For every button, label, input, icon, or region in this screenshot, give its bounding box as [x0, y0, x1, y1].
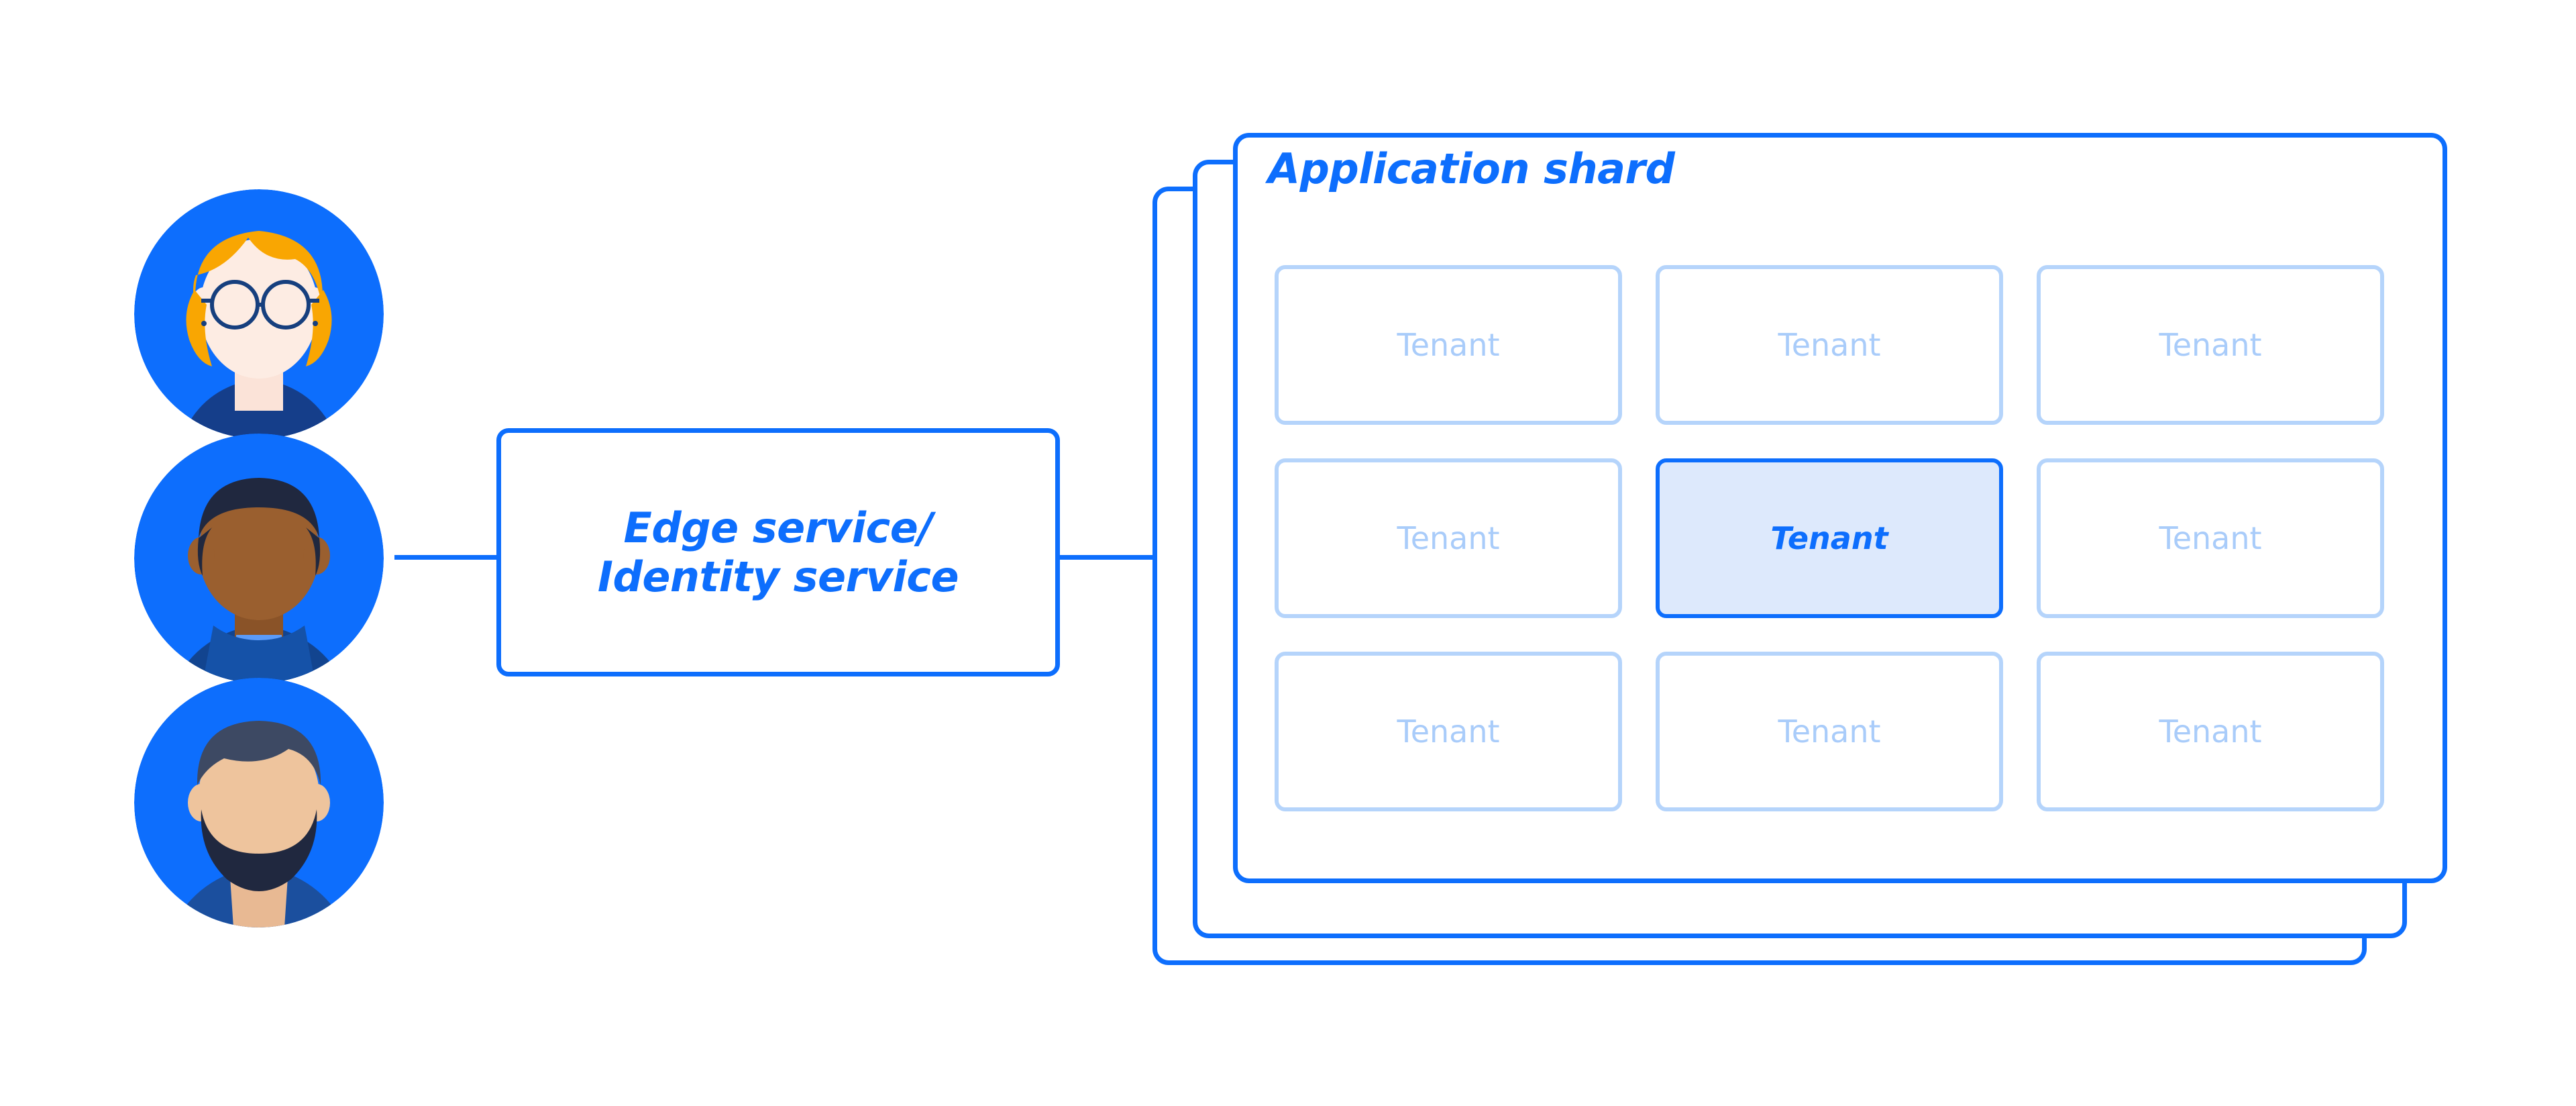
application-shard-title: Application shard [1268, 144, 1675, 193]
tenant-cell[interactable]: Tenant [2037, 265, 2384, 425]
tenant-cell-active[interactable]: Tenant [1656, 458, 2003, 618]
tenant-label: Tenant [1397, 327, 1500, 363]
tenant-cell[interactable]: Tenant [1656, 265, 2003, 425]
edge-service-label: Edge service/ Identity service [597, 503, 959, 601]
connector-users-to-edge [394, 555, 500, 560]
tenant-label: Tenant [1397, 520, 1500, 556]
tenant-cell[interactable]: Tenant [2037, 652, 2384, 811]
connector-edge-to-shards [1056, 555, 1157, 560]
tenant-label: Tenant [1397, 713, 1500, 750]
tenant-cell[interactable]: Tenant [1275, 265, 1622, 425]
tenant-label: Tenant [2159, 713, 2262, 750]
tenant-cell[interactable]: Tenant [1275, 652, 1622, 811]
tenant-label: Tenant [1778, 327, 1881, 363]
tenant-cell[interactable]: Tenant [2037, 458, 2384, 618]
tenant-label: Tenant [1778, 713, 1881, 750]
edge-identity-service-box[interactable]: Edge service/ Identity service [496, 428, 1060, 676]
tenant-label: Tenant [2159, 327, 2262, 363]
user-avatar-3 [134, 678, 384, 927]
user-avatar-1 [134, 189, 384, 439]
user-avatar-2 [134, 434, 384, 683]
tenant-label: Tenant [1770, 520, 1888, 556]
tenant-cell[interactable]: Tenant [1656, 652, 2003, 811]
tenant-cell[interactable]: Tenant [1275, 458, 1622, 618]
tenant-label: Tenant [2159, 520, 2262, 556]
tenant-grid: Tenant Tenant Tenant Tenant Tenant Tenan… [1275, 265, 2408, 836]
